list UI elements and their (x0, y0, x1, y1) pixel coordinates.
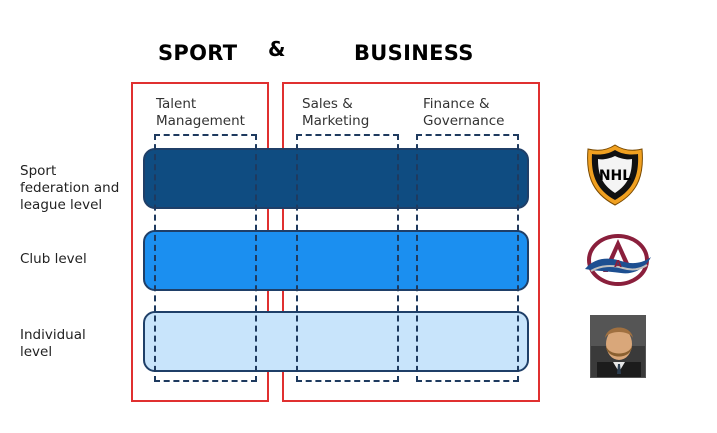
dashed-column-talent (154, 134, 257, 382)
avalanche-logo-icon: A (581, 227, 653, 289)
row-label-federation: Sport federation and league level (20, 163, 120, 213)
svg-text:A: A (614, 259, 622, 270)
ampersand-heading: & (268, 37, 286, 61)
band-club (143, 230, 529, 291)
dashed-column-sales (296, 134, 399, 382)
band-federation-league (143, 148, 529, 209)
band-individual (143, 311, 529, 372)
business-heading: BUSINESS (354, 41, 474, 65)
player-photo (590, 315, 646, 378)
column-label-finance: Finance &Governance (423, 96, 505, 129)
svg-text:NHL: NHL (599, 168, 631, 184)
row-label-individual: Individual level (20, 327, 86, 360)
sport-heading: SPORT (158, 41, 238, 65)
column-label-sales: Sales &Marketing (302, 96, 370, 129)
row-label-club: Club level (20, 251, 87, 267)
nhl-logo-icon: NHL (582, 142, 648, 208)
dashed-column-finance (416, 134, 519, 382)
